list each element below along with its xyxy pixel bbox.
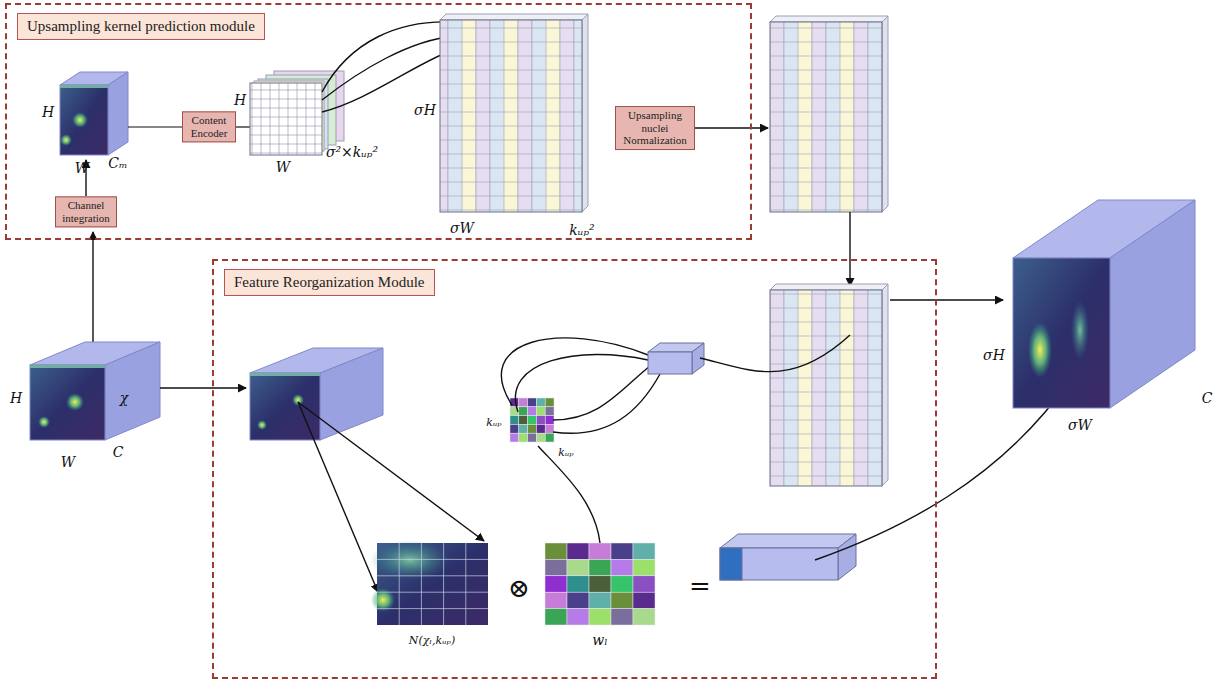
- dimension-label: wₗ: [592, 632, 607, 648]
- process-box: Channel integration: [55, 196, 117, 227]
- kernel-weights: [545, 543, 655, 625]
- box-text: Content Encoder: [187, 114, 231, 139]
- dimension-label: kᵤₚ: [486, 416, 501, 429]
- dimension-label: σH: [983, 347, 1005, 363]
- normalized-kernel-map: [770, 16, 888, 212]
- box-text: Channel integration: [60, 199, 112, 224]
- neighborhood-patch: [370, 540, 488, 625]
- feature-vector: [648, 343, 704, 374]
- dimension-label: W: [61, 454, 75, 470]
- module-heading: Feature Reorganization Module: [224, 269, 435, 296]
- dimension-label: σ²×kᵤₚ²: [326, 144, 378, 160]
- dimension-label: ⊗: [508, 573, 530, 603]
- dimension-label: σW: [450, 220, 474, 236]
- process-box: Content Encoder: [182, 111, 236, 142]
- dimension-label: N(χₗ,kᵤₚ): [409, 634, 456, 647]
- upsampling-kernel-map: [440, 14, 588, 212]
- output-vector: [720, 534, 856, 580]
- box-text: Upsampling nuclei Normalization: [620, 109, 690, 147]
- dimension-label: σH: [414, 102, 436, 118]
- feature-cube: [60, 72, 128, 155]
- module-region: Feature Reorganization Module: [212, 259, 937, 679]
- dimension-label: W: [276, 159, 290, 175]
- feature-cube: [250, 348, 383, 440]
- dimension-label: kᵤₚ²: [569, 222, 594, 238]
- process-box: Upsampling nuclei Normalization: [615, 106, 695, 150]
- dimension-label: H: [10, 390, 22, 406]
- kernel-map: [770, 284, 888, 486]
- dimension-label: =: [689, 571, 711, 601]
- output-feature-cube: [1013, 200, 1195, 408]
- kernel-grid: [250, 71, 344, 155]
- dimension-label: kᵤₚ: [558, 446, 573, 459]
- dimension-label: C: [113, 444, 124, 460]
- dimension-label: C: [1202, 390, 1213, 406]
- dimension-label: W: [75, 160, 89, 176]
- module-heading: Upsampling kernel prediction module: [17, 13, 265, 40]
- dimension-label: H: [234, 92, 246, 108]
- dimension-label: H: [42, 104, 54, 120]
- dimension-label: σW: [1068, 417, 1092, 433]
- dimension-label: Cₘ: [108, 155, 127, 171]
- dimension-label: χ: [120, 390, 128, 406]
- module-region: Upsampling kernel prediction moduleChann…: [5, 3, 752, 240]
- input-feature-cube: [30, 342, 160, 440]
